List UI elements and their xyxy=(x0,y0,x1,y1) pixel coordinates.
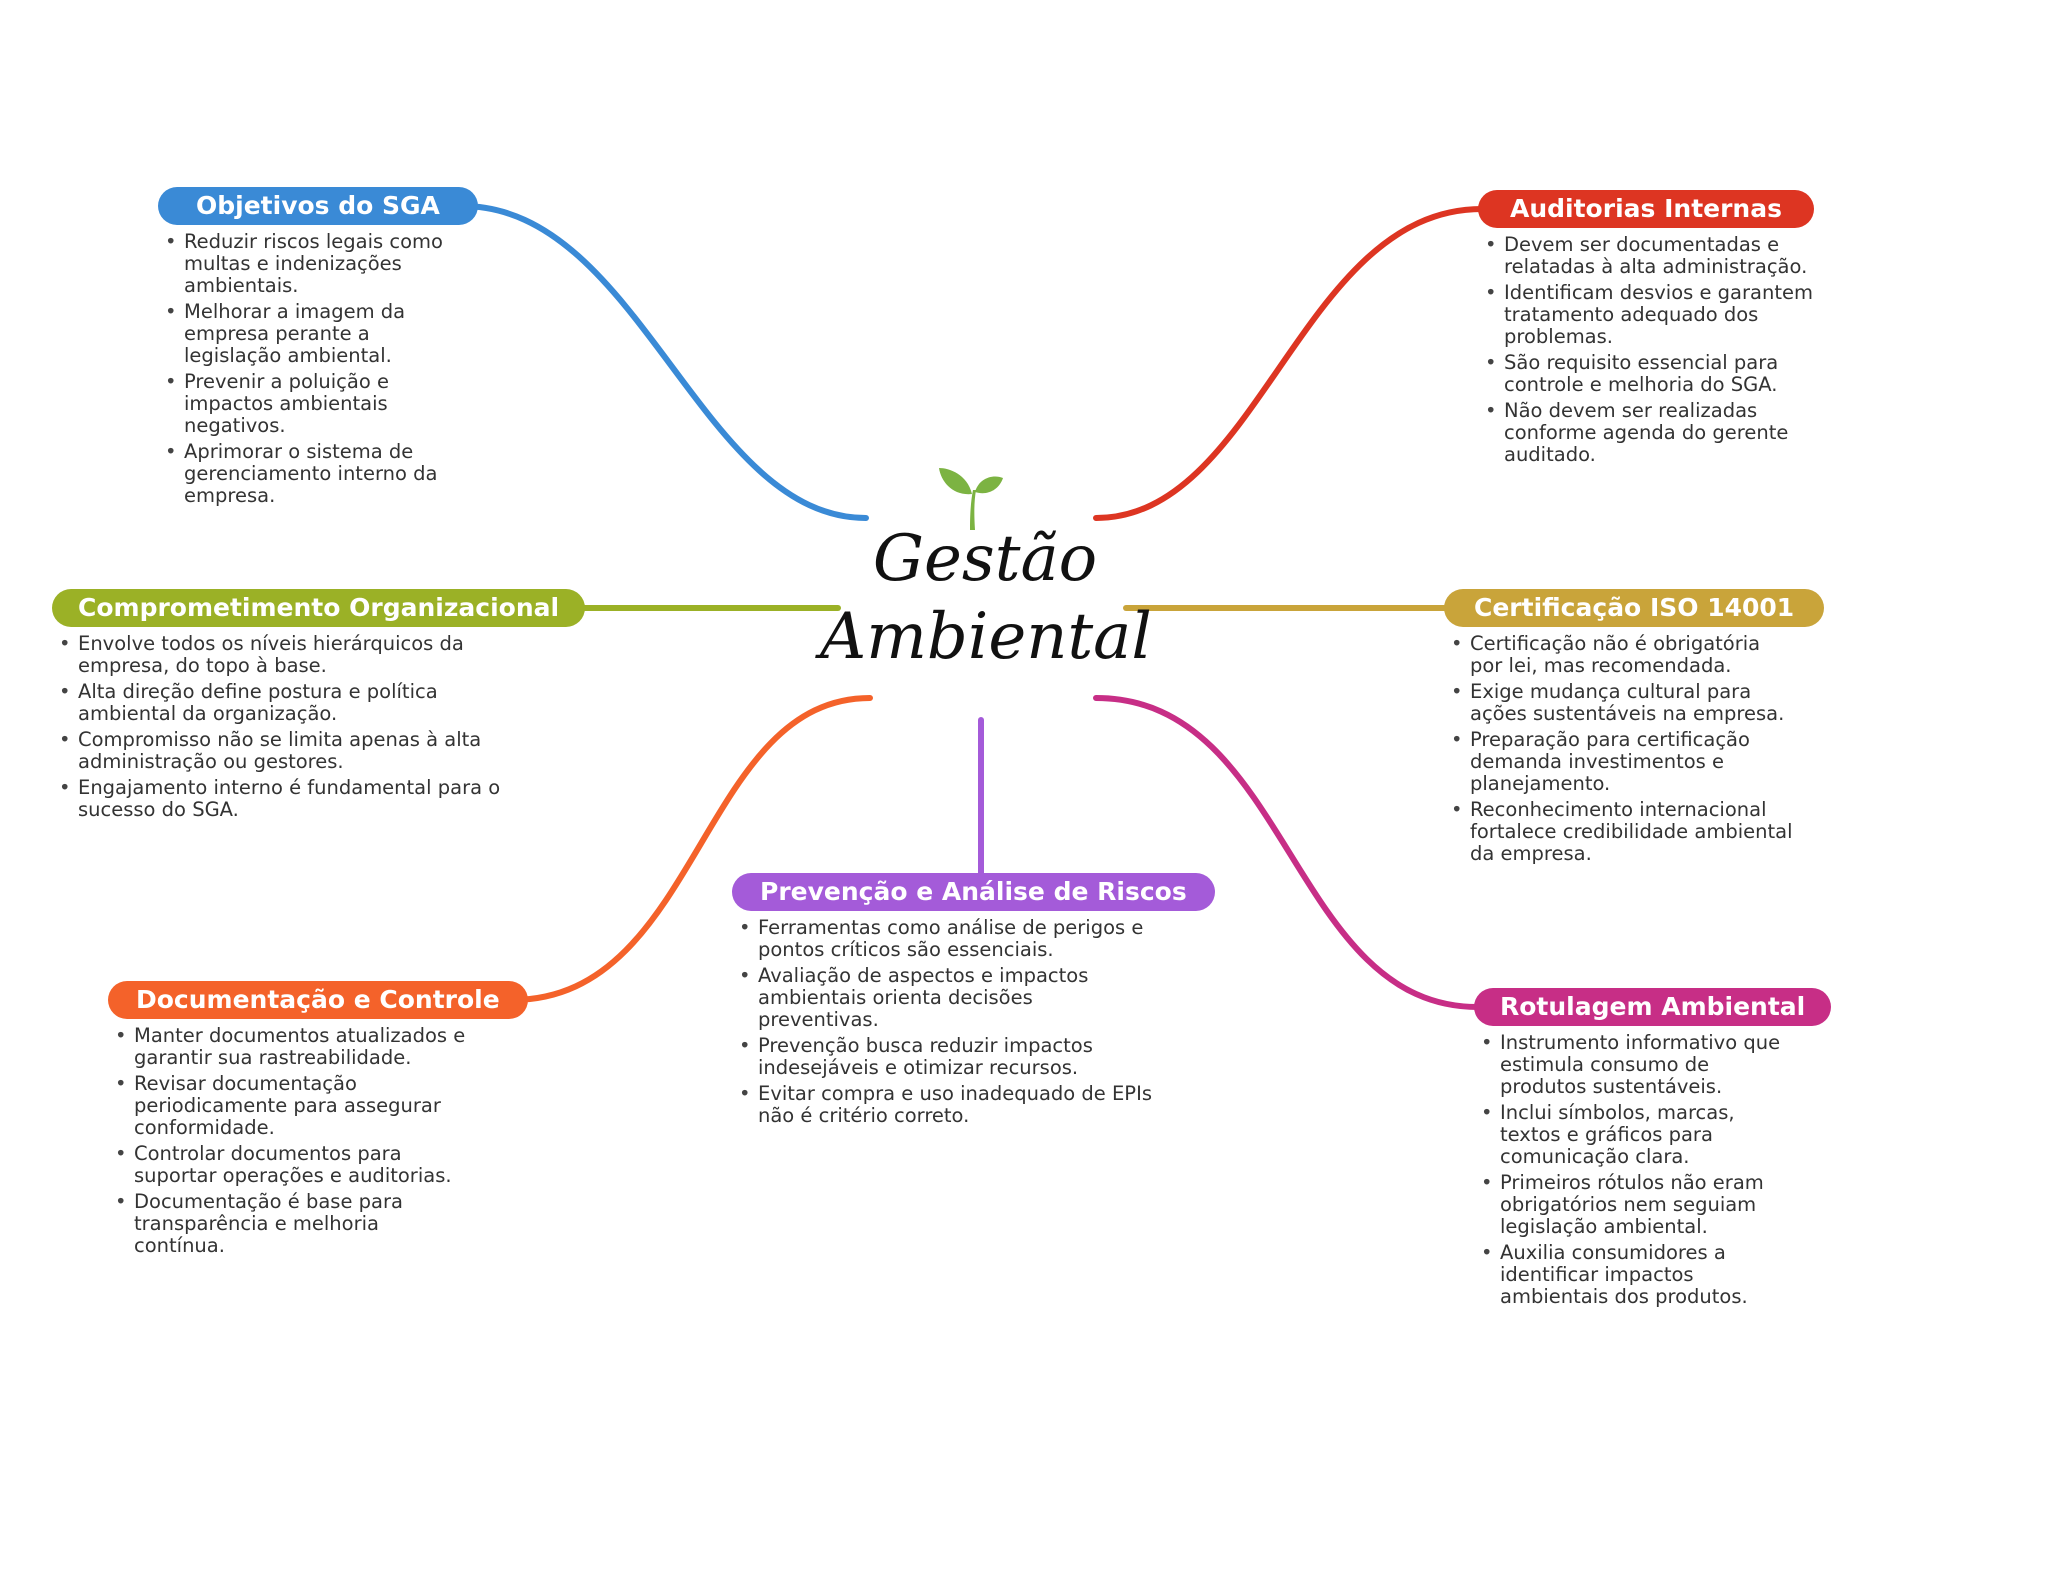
sprout-leaf-left xyxy=(939,468,972,495)
branch-comprometimento-list: Envolve todos os níveis hierárquicos da … xyxy=(54,633,522,821)
branch-rotulagem-title[interactable]: Rotulagem Ambiental xyxy=(1474,988,1832,1026)
list-item: Reduzir riscos legais como multas e inde… xyxy=(160,231,458,297)
branch-auditorias: Auditorias Internas Devem ser documentad… xyxy=(1478,190,1848,470)
list-item: Aprimorar o sistema de gerenciamento int… xyxy=(160,441,458,507)
connector-documentacao xyxy=(509,695,873,1003)
list-item: Revisar documentação periodicamente para… xyxy=(110,1073,470,1139)
branch-auditorias-title[interactable]: Auditorias Internas xyxy=(1478,190,1814,228)
branch-prevencao-list: Ferramentas como análise de perigos e po… xyxy=(734,917,1154,1127)
list-item: Preparação para certificação demanda inv… xyxy=(1446,729,1796,795)
list-item: Instrumento informativo que estimula con… xyxy=(1476,1032,1796,1098)
central-title-line2: Ambiental xyxy=(820,600,1152,674)
list-item: Prevenir a poluição e impactos ambientai… xyxy=(160,371,458,437)
branch-comprometimento: Comprometimento Organizacional Envolve t… xyxy=(52,589,586,825)
list-item: Compromisso não se limita apenas à alta … xyxy=(54,729,522,773)
list-item: Devem ser documentadas e relatadas à alt… xyxy=(1480,234,1830,278)
branch-prevencao: Prevenção e Análise de Riscos Ferramenta… xyxy=(732,873,1215,1131)
branch-documentacao: Documentação e Controle Manter documento… xyxy=(108,981,528,1261)
branch-certificacao-title[interactable]: Certificação ISO 14001 xyxy=(1444,589,1825,627)
list-item: Controlar documentos para suportar opera… xyxy=(110,1143,470,1187)
list-item: Reconhecimento internacional fortalece c… xyxy=(1446,799,1796,865)
branch-comprometimento-title[interactable]: Comprometimento Organizacional xyxy=(52,589,586,627)
branch-certificacao-list: Certificação não é obrigatória por lei, … xyxy=(1446,633,1796,865)
branch-certificacao: Certificação ISO 14001 Certificação não … xyxy=(1444,589,1834,869)
branch-prevencao-title[interactable]: Prevenção e Análise de Riscos xyxy=(732,873,1215,911)
sprout-stem xyxy=(970,490,976,530)
list-item: Ferramentas como análise de perigos e po… xyxy=(734,917,1154,961)
list-item: Certificação não é obrigatória por lei, … xyxy=(1446,633,1796,677)
branch-objetivos: Objetivos do SGA Reduzir riscos legais c… xyxy=(158,187,478,511)
list-item: Auxilia consumidores a identificar impac… xyxy=(1476,1242,1796,1308)
list-item: Identificam desvios e garantem tratament… xyxy=(1480,282,1830,348)
list-item: Engajamento interno é fundamental para o… xyxy=(54,777,522,821)
central-title-line1: Gestão xyxy=(872,522,1098,596)
branch-objetivos-title[interactable]: Objetivos do SGA xyxy=(158,187,478,225)
branch-documentacao-list: Manter documentos atualizados e garantir… xyxy=(110,1025,470,1257)
branch-documentacao-title[interactable]: Documentação e Controle xyxy=(108,981,528,1019)
connector-rotulagem xyxy=(1093,695,1481,1010)
branch-auditorias-list: Devem ser documentadas e relatadas à alt… xyxy=(1480,234,1830,466)
list-item: Envolve todos os níveis hierárquicos da … xyxy=(54,633,522,677)
central-topic: Gestão Ambiental xyxy=(820,520,1152,676)
branch-rotulagem: Rotulagem Ambiental Instrumento informat… xyxy=(1474,988,1834,1312)
list-item: Exige mudança cultural para ações susten… xyxy=(1446,681,1796,725)
connector-auditorias xyxy=(1093,206,1485,521)
list-item: Avaliação de aspectos e impactos ambient… xyxy=(734,965,1154,1031)
list-item: Prevenção busca reduzir impactos indesej… xyxy=(734,1035,1154,1079)
list-item: Não devem ser realizadas conforme agenda… xyxy=(1480,400,1830,466)
sprout-icon xyxy=(939,468,1003,530)
list-item: Primeiros rótulos não eram obrigatórios … xyxy=(1476,1172,1796,1238)
list-item: Melhorar a imagem da empresa perante a l… xyxy=(160,301,458,367)
branch-rotulagem-list: Instrumento informativo que estimula con… xyxy=(1476,1032,1796,1308)
list-item: Documentação é base para transparência e… xyxy=(110,1191,470,1257)
sprout-leaf-right xyxy=(975,476,1003,494)
list-item: São requisito essencial para controle e … xyxy=(1480,352,1830,396)
list-item: Manter documentos atualizados e garantir… xyxy=(110,1025,470,1069)
list-item: Evitar compra e uso inadequado de EPIs n… xyxy=(734,1083,1154,1127)
list-item: Inclui símbolos, marcas, textos e gráfic… xyxy=(1476,1102,1796,1168)
list-item: Alta direção define postura e política a… xyxy=(54,681,522,725)
connector-objetivos xyxy=(459,203,869,521)
branch-objetivos-list: Reduzir riscos legais como multas e inde… xyxy=(160,231,458,507)
